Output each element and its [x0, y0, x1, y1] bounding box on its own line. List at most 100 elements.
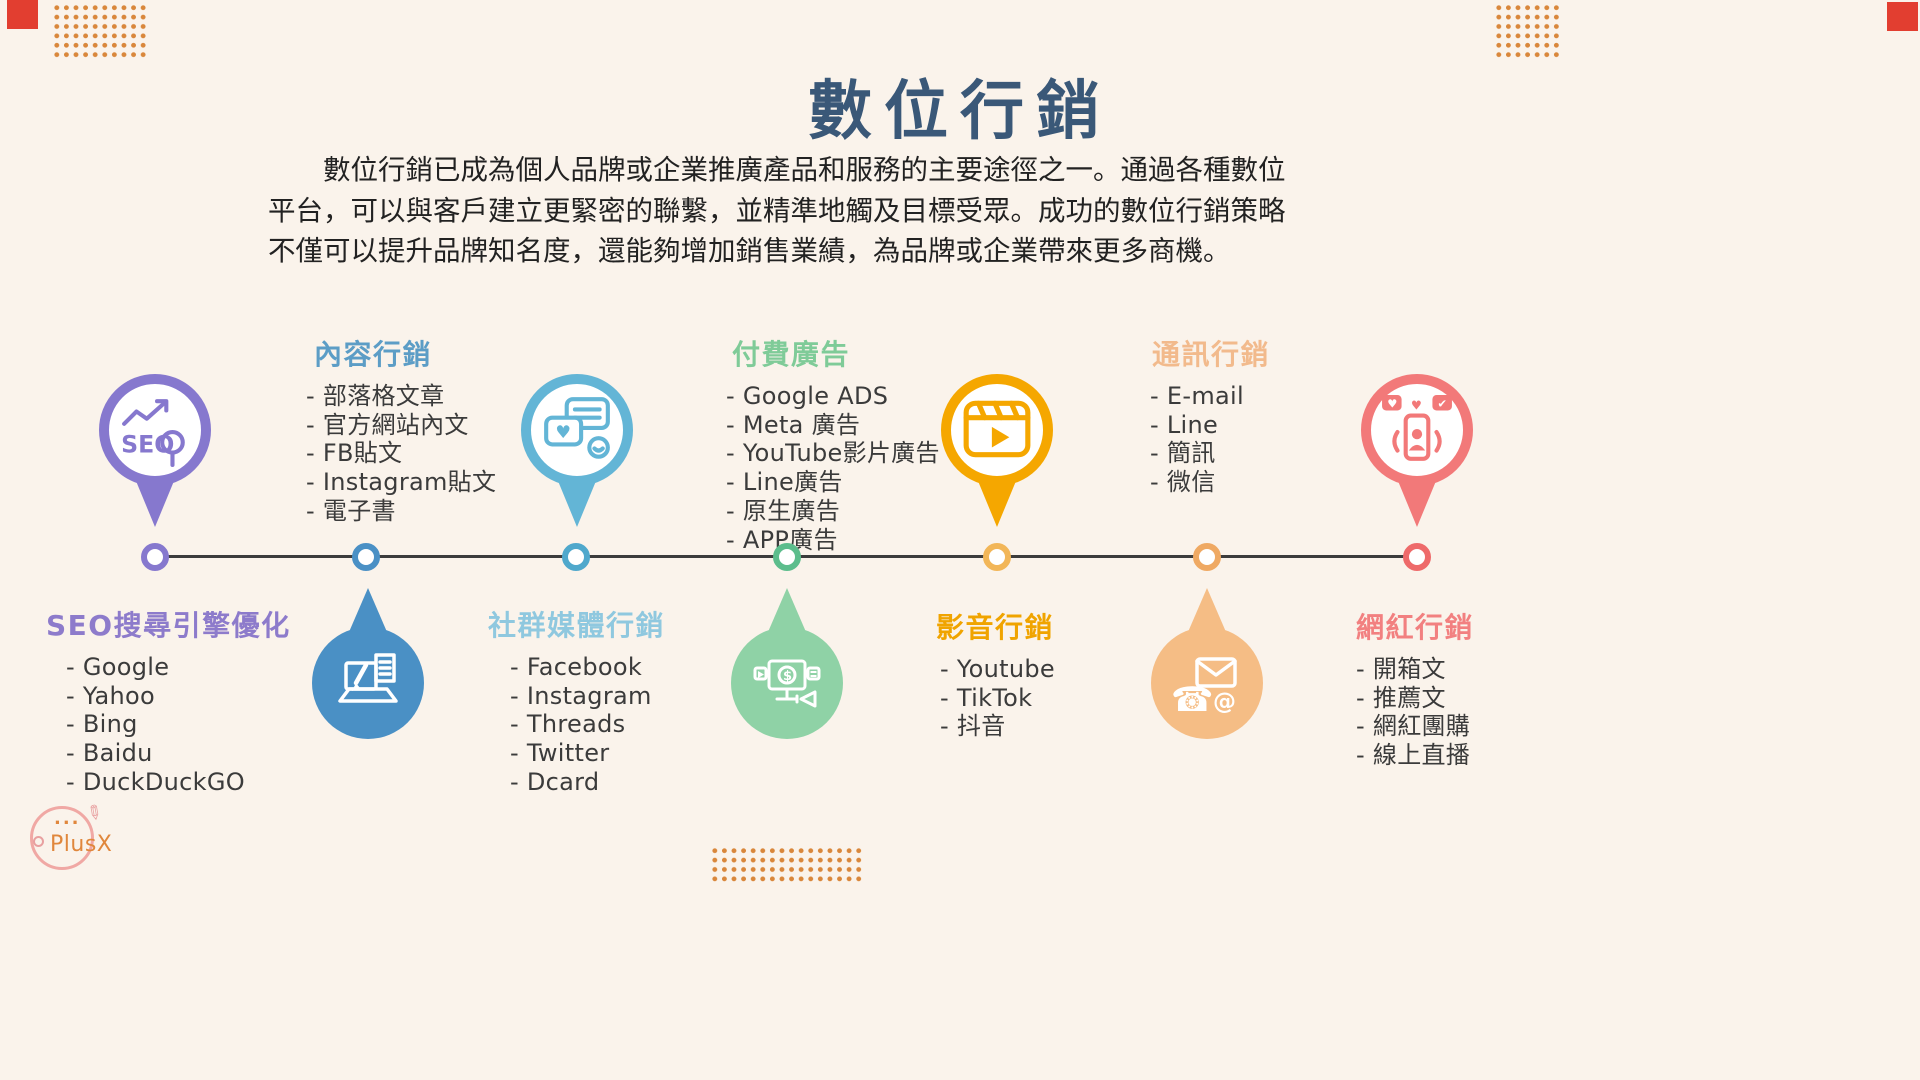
list-item: - Facebook: [510, 653, 643, 681]
timeline-node-paid-ads: [773, 543, 801, 571]
logo-ring: [30, 806, 94, 870]
handset-glyph: ☎: [1171, 680, 1213, 719]
plusx-logo: ... ✎ PlusX: [26, 798, 176, 882]
list-item: - Line廣告: [726, 468, 843, 497]
category-heading: 內容行銷: [314, 338, 433, 371]
list-item: - 原生廣告: [726, 496, 841, 525]
list-item: - 電子書: [306, 496, 396, 525]
category-list: - Youtube- TikTok- 抖音: [936, 655, 1055, 741]
list-item: - YouTube影片廣告: [726, 439, 940, 468]
list-item: - Meta 廣告: [726, 410, 861, 439]
list-item: - 微信: [1150, 468, 1216, 497]
laptop-writing-icon: [312, 627, 424, 739]
list-item: - Yahoo: [66, 681, 156, 710]
category-heading: 社群媒體行銷: [488, 609, 666, 642]
timeline-node-content: [352, 543, 380, 571]
magnifier-icon: [33, 836, 44, 847]
list-item: - Line: [1150, 410, 1219, 439]
corner-square-top-left: [7, 0, 38, 29]
list-item: - 線上直播: [1356, 741, 1471, 770]
category-list: - Facebook- Instagram- Threads- Twitter-…: [488, 653, 665, 797]
pin-seo: SEO: [97, 374, 213, 527]
list-item: - Threads: [510, 710, 626, 739]
category-list: - 部落格文章- 官方網站內文- FB貼文- Instagram貼文- 電子書: [306, 382, 496, 526]
teardrop-tail: [349, 588, 387, 632]
list-item: - APP廣告: [726, 525, 838, 554]
chat-bubbles-icon: ♥: [521, 374, 633, 486]
teardrop-messaging: @ ☎: [1149, 588, 1265, 739]
list-item: - Bing: [66, 710, 138, 739]
category-list: - Google ADS- Meta 廣告- YouTube影片廣告- Line…: [726, 382, 940, 554]
list-item: - DuckDuckGO: [66, 767, 245, 796]
logo-ellipsis: ...: [54, 808, 81, 829]
heart-glyph: ♥: [555, 423, 571, 443]
category-video-marketing: 影音行銷 - Youtube- TikTok- 抖音: [936, 606, 1055, 741]
category-heading: 影音行銷: [936, 611, 1055, 644]
seo-text: SEO: [121, 431, 174, 459]
category-messaging: 通訊行銷 - E-mail- Line- 簡訊- 微信: [1150, 333, 1270, 497]
list-item: - Instagram: [510, 681, 652, 710]
list-item: - TikTok: [940, 683, 1033, 712]
pin-social-media: ♥: [519, 374, 635, 527]
timeline-node-social: [562, 543, 590, 571]
heart-glyph: ♥: [1411, 398, 1422, 412]
category-paid-ads: 付費廣告 - Google ADS- Meta 廣告- YouTube影片廣告-…: [726, 333, 940, 554]
teardrop-tail: [768, 588, 806, 632]
intro-paragraph: 數位行銷已成為個人品牌或企業推廣產品和服務的主要途徑之一。通過各種數位 平台，可…: [268, 150, 1308, 272]
category-influencer: 網紅行銷 - 開箱文- 推薦文- 網紅團購- 線上直播: [1356, 606, 1474, 770]
logo-text: PlusX: [50, 832, 113, 857]
corner-square-top-right: [1887, 2, 1918, 31]
heart-glyph: ♥: [1387, 397, 1397, 410]
pin-tail: [978, 481, 1016, 527]
list-item: - Twitter: [510, 739, 610, 768]
teardrop-content-marketing: [310, 588, 426, 739]
category-list: - 開箱文- 推薦文- 網紅團購- 線上直播: [1356, 655, 1474, 770]
timeline-node-seo: [141, 543, 169, 571]
pin-video: [939, 374, 1055, 527]
timeline-node-influencer: [1403, 543, 1431, 571]
timeline-node-video: [983, 543, 1011, 571]
dot-grid-bottom-center: [710, 846, 863, 884]
pin-tail: [558, 481, 596, 527]
check-glyph: ✔: [1438, 397, 1447, 410]
list-item: - Google: [66, 653, 170, 681]
phone-mail-icon: @ ☎: [1151, 627, 1263, 739]
list-item: - FB貼文: [306, 439, 403, 468]
category-heading: 網紅行銷: [1356, 611, 1475, 644]
timeline-node-messaging: [1193, 543, 1221, 571]
list-item: - 推薦文: [1356, 683, 1446, 712]
dollar-glyph: $: [783, 669, 792, 684]
page-title: 數位行銷: [808, 74, 1112, 149]
list-item: - 開箱文: [1356, 655, 1446, 683]
list-item: - 部落格文章: [306, 382, 445, 410]
intro-line: 數位行銷已成為個人品牌或企業推廣產品和服務的主要途徑之一。通過各種數位: [323, 154, 1286, 186]
category-content-marketing: 內容行銷 - 部落格文章- 官方網站內文- FB貼文- Instagram貼文-…: [306, 333, 496, 526]
list-item: - 網紅團購: [1356, 712, 1471, 741]
pin-tail: [1398, 481, 1436, 527]
seo-magnifier-icon: SEO: [99, 374, 211, 486]
list-item: - 官方網站內文: [306, 410, 469, 439]
list-item: - Instagram貼文: [306, 468, 497, 497]
ads-monitor-icon: $: [731, 627, 843, 739]
pin-tail: [136, 481, 174, 527]
intro-line: 不僅可以提升品牌知名度，還能夠增加銷售業績，為品牌或企業帶來更多商機。: [268, 235, 1231, 267]
influencer-phone-icon: ♥ ✔ ♥: [1361, 374, 1473, 486]
list-item: - Dcard: [510, 767, 600, 796]
category-list: - Google- Yahoo- Bing- Baidu- DuckDuckGO: [46, 653, 291, 797]
category-heading: SEO搜尋引擎優化: [46, 609, 291, 642]
dot-grid-top-right: [1494, 3, 1560, 60]
category-seo: SEO搜尋引擎優化 - Google- Yahoo- Bing- Baidu- …: [46, 604, 291, 797]
teardrop-tail: [1188, 588, 1226, 632]
video-clapper-icon: [941, 374, 1053, 486]
dot-grid-top-left: [52, 3, 146, 60]
category-heading: 通訊行銷: [1152, 338, 1271, 371]
category-list: - E-mail- Line- 簡訊- 微信: [1150, 382, 1270, 497]
list-item: - 簡訊: [1150, 439, 1216, 468]
at-glyph: @: [1213, 689, 1236, 715]
category-heading: 付費廣告: [732, 338, 851, 371]
list-item: - 抖音: [940, 712, 1006, 741]
list-item: - Baidu: [66, 739, 153, 768]
list-item: - Youtube: [940, 655, 1055, 683]
pin-influencer: ♥ ✔ ♥: [1359, 374, 1475, 527]
